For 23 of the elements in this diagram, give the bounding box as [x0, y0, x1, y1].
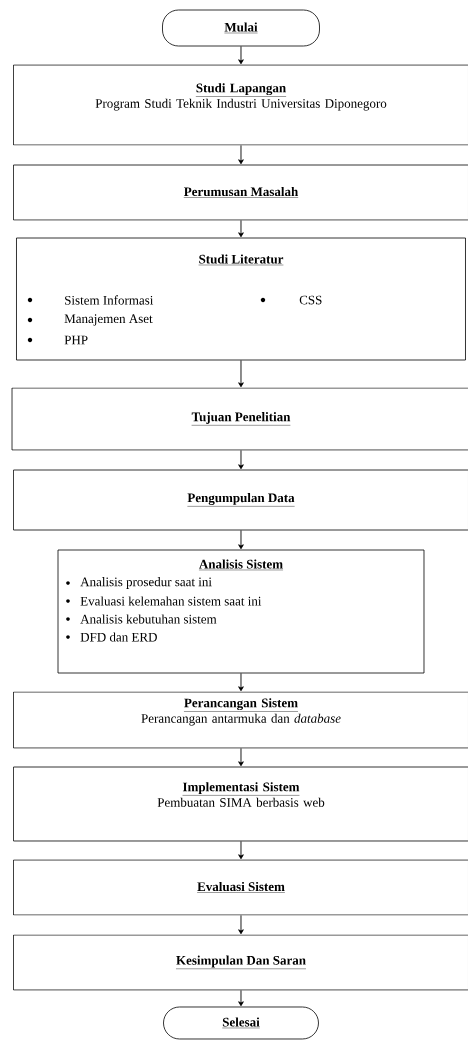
arrow — [238, 989, 244, 1007]
process-box: Perancangan Sistem Perancangan antarmuka dan database — [13, 691, 468, 749]
terminal-oval: Selesai — [163, 1006, 319, 1040]
process-box: Kesimpulan Dan Saran — [13, 934, 468, 991]
process-box: Implementasi Sistem Pembuatan SIMA berbasis web — [13, 766, 468, 842]
terminal-oval: Mulai — [162, 9, 320, 47]
process-box: Evaluasi Sistem — [13, 859, 468, 916]
arrow — [238, 449, 244, 470]
arrow — [238, 747, 244, 767]
arrow — [238, 529, 244, 550]
process-box: Perumusan Masalah — [13, 164, 468, 221]
process-box: Tujuan Penelitian — [11, 387, 468, 451]
process-box: Analisis Sistem Analisis prosedur saat ini Evaluasi kelemahan sistem saat ini Analisis kebutuhan sistem DFD dan ERD — [57, 549, 425, 674]
process-box: Studi Literatur Sistem Informasi Manajemen Aset PHP CSS — [16, 237, 466, 361]
process-box: Pengumpulan Data — [13, 469, 468, 531]
arrow — [238, 45, 244, 65]
arrow — [238, 672, 244, 692]
arrow — [238, 914, 244, 935]
arrow — [238, 359, 244, 388]
arrow — [238, 219, 244, 238]
process-box: Studi Lapangan Program Studi Teknik Industri Universitas Diponegoro — [13, 64, 468, 146]
arrow — [238, 144, 244, 165]
arrow — [238, 840, 244, 860]
